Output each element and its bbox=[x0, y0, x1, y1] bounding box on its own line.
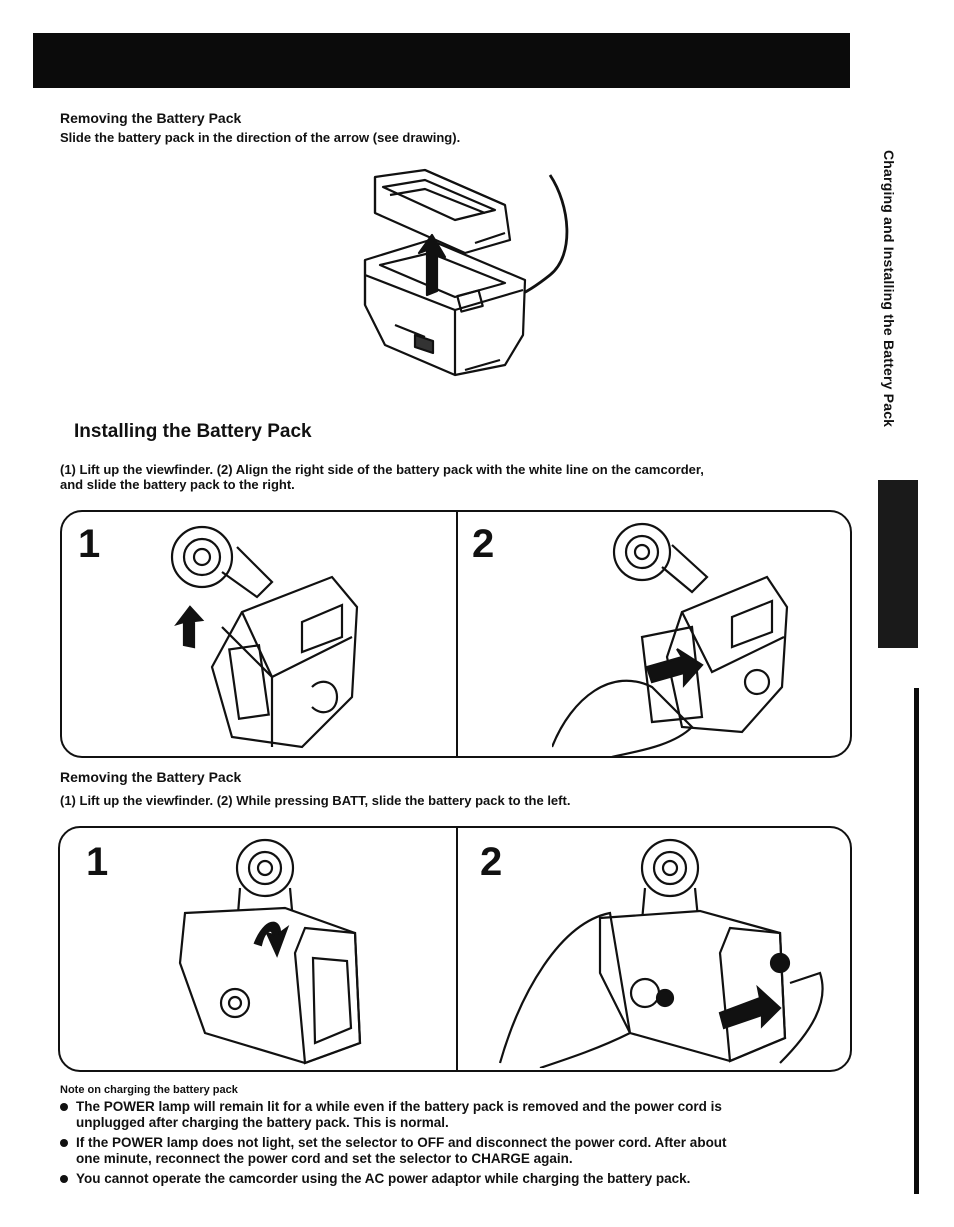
note-item: If the POWER lamp does not light, set th… bbox=[60, 1135, 840, 1167]
installing-instructions-line2: and slide the battery pack to the right. bbox=[60, 477, 295, 492]
note-item: The POWER lamp will remain lit for a whi… bbox=[60, 1099, 840, 1131]
bullet-icon bbox=[60, 1139, 68, 1147]
chapter-tab-marker bbox=[878, 480, 918, 648]
panel-divider bbox=[456, 512, 458, 756]
removing-steps-panel: 1 2 bbox=[58, 826, 852, 1072]
notes-list: The POWER lamp will remain lit for a whi… bbox=[60, 1099, 840, 1191]
camcorder-illustration bbox=[498, 838, 824, 1068]
battery-charger-illustration bbox=[363, 168, 569, 377]
installing-heading: Installing the Battery Pack bbox=[74, 421, 312, 442]
side-rule bbox=[914, 688, 919, 1194]
panel-divider bbox=[456, 828, 458, 1070]
step-number-2: 2 bbox=[480, 840, 503, 884]
installing-instructions-line1: (1) Lift up the viewfinder. (2) Align th… bbox=[60, 462, 704, 477]
note-item: You cannot operate the camcorder using t… bbox=[60, 1171, 840, 1187]
step-number-1: 1 bbox=[78, 522, 101, 566]
note-line: You cannot operate the camcorder using t… bbox=[76, 1171, 691, 1186]
removing-heading-top: Removing the Battery Pack bbox=[60, 110, 242, 126]
step-number-2: 2 bbox=[472, 522, 495, 566]
bullet-icon bbox=[60, 1175, 68, 1183]
note-title: Note on charging the battery pack bbox=[60, 1084, 238, 1096]
note-line: unplugged after charging the battery pac… bbox=[76, 1115, 449, 1130]
removing-heading: Removing the Battery Pack bbox=[60, 769, 242, 785]
camcorder-illustration bbox=[178, 838, 362, 1065]
installing-steps-panel: 1 2 bbox=[60, 510, 852, 758]
note-line: one minute, reconnect the power cord and… bbox=[76, 1151, 573, 1166]
step-number-1: 1 bbox=[86, 840, 109, 884]
removing-instructions-top: Slide the battery pack in the direction … bbox=[60, 130, 461, 145]
note-line: The POWER lamp will remain lit for a whi… bbox=[76, 1099, 722, 1114]
removing-instructions: (1) Lift up the viewfinder. (2) While pr… bbox=[60, 793, 571, 808]
header-bar bbox=[33, 33, 850, 88]
bullet-icon bbox=[60, 1103, 68, 1111]
side-section-title: Charging and Installing the Battery Pack bbox=[881, 150, 897, 428]
camcorder-illustration bbox=[552, 522, 789, 756]
note-line: If the POWER lamp does not light, set th… bbox=[76, 1135, 727, 1150]
camcorder-illustration bbox=[170, 525, 359, 749]
